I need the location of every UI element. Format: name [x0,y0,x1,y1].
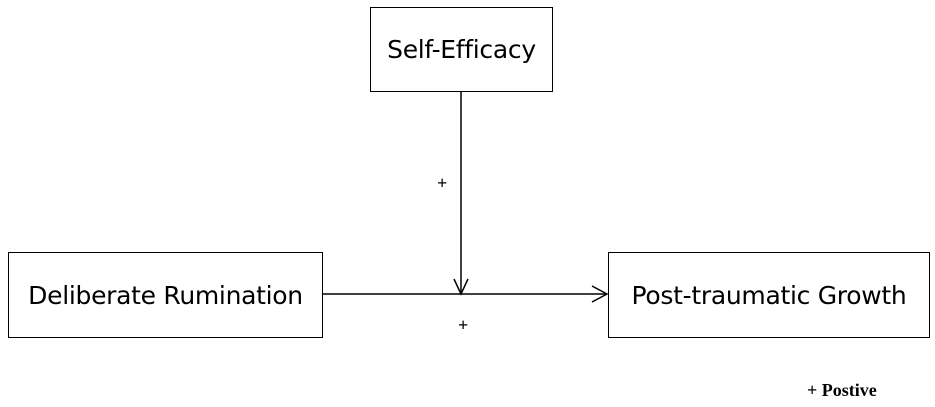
main-path-sign-label: + [458,315,469,335]
deliberate-rumination-label: Deliberate Rumination [28,280,303,310]
legend-text: + Postive [807,380,877,400]
self-efficacy-node: Self-Efficacy [370,7,553,92]
deliberate-rumination-node: Deliberate Rumination [8,252,323,338]
moderation-sign-label: + [437,173,448,193]
post-traumatic-growth-label: Post-traumatic Growth [631,280,907,310]
moderator-arrowhead [453,278,469,296]
post-traumatic-growth-node: Post-traumatic Growth [608,252,930,338]
self-efficacy-label: Self-Efficacy [387,35,536,64]
main-path-arrowhead [591,285,609,303]
